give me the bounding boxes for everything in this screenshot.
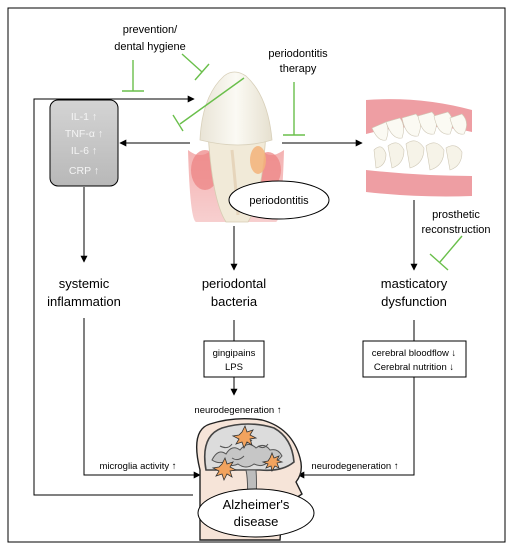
bloodflow-label: cerebral bloodflow ↓ xyxy=(372,348,457,359)
arrow-systemic-to-brain xyxy=(83,318,201,479)
arrow-masticatory-to-brain xyxy=(297,377,415,479)
masticatory-dysfunction-label: dysfunction xyxy=(381,294,447,309)
cytokine-label: IL-6 ↑ xyxy=(71,145,97,157)
periodontitis-label: periodontitis xyxy=(249,195,309,207)
alzheimers-label: disease xyxy=(234,514,279,529)
prevention-label: dental hygiene xyxy=(114,41,186,53)
periodontitis-node: periodontitis xyxy=(228,180,330,220)
nutrition-label: Cerebral nutrition ↓ xyxy=(374,362,454,373)
cytokine-label: TNF-α ↑ xyxy=(65,128,103,140)
periodontal-bacteria-label: bacteria xyxy=(211,294,258,309)
arrows xyxy=(33,95,418,496)
frame-border xyxy=(7,7,506,543)
virulence-box: gingipains LPS xyxy=(203,340,265,378)
inhibitor-prosthetic-bar xyxy=(429,253,449,271)
cytokine-box: IL-1 ↑ TNF-α ↑ IL-6 ↑ CRP ↑ xyxy=(49,99,119,187)
prosthetic-label: reconstruction xyxy=(421,224,490,236)
systemic-inflammation-label: systemic xyxy=(59,276,110,291)
alzheimers-node: Alzheimer's disease xyxy=(197,488,315,538)
inhibitors xyxy=(122,53,463,271)
inhibitor-therapy-tooth-bar xyxy=(172,114,184,132)
dentition-illustration xyxy=(366,99,472,197)
masticatory-dysfunction-label: masticatory xyxy=(381,276,448,291)
cytokine-label: IL-1 ↑ xyxy=(71,111,97,123)
feedback-loop-arrow xyxy=(33,95,195,496)
tooth-illustration xyxy=(188,71,284,223)
neurodegeneration-center-label: neurodegeneration ↑ xyxy=(194,405,281,416)
therapy-label: periodontitis xyxy=(268,48,328,60)
cytokine-label: CRP ↑ xyxy=(69,165,99,177)
inhibitor-prevention-tooth-bar xyxy=(194,63,210,81)
prosthetic-label: prosthetic xyxy=(432,209,480,221)
inflammation-star-icon xyxy=(211,456,238,482)
inhibitor-prevention-tooth xyxy=(181,53,203,73)
inflammation-star-icon xyxy=(261,451,284,473)
inflammation-star-icon xyxy=(231,424,258,450)
neurodegeneration-right-label: neurodegeneration ↑ xyxy=(311,461,398,472)
bloodflow-box: cerebral bloodflow ↓ Cerebral nutrition … xyxy=(362,340,467,378)
inhibitor-therapy-tooth xyxy=(179,77,245,125)
periodontal-bacteria-label: periodontal xyxy=(202,276,266,291)
therapy-label: therapy xyxy=(280,63,317,75)
systemic-inflammation-label: inflammation xyxy=(47,294,121,309)
inhibitor-prosthetic xyxy=(439,235,463,263)
alzheimers-label: Alzheimer's xyxy=(223,497,290,512)
prevention-label: prevention/ xyxy=(123,24,178,36)
lps-label: LPS xyxy=(225,362,243,373)
gingipains-label: gingipains xyxy=(213,348,256,359)
microglia-label: microglia activity ↑ xyxy=(99,461,176,472)
